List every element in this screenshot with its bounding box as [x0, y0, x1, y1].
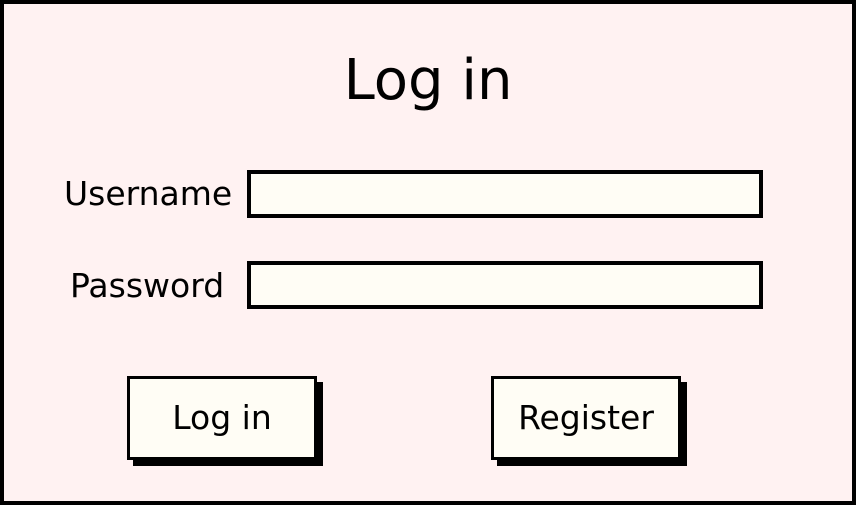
page-title: Log in: [343, 48, 513, 113]
username-input[interactable]: [247, 170, 763, 218]
register-button[interactable]: Register: [491, 376, 681, 460]
login-button[interactable]: Log in: [127, 376, 317, 460]
password-input[interactable]: [247, 261, 763, 309]
password-label: Password: [70, 266, 225, 305]
username-label: Username: [64, 174, 233, 213]
